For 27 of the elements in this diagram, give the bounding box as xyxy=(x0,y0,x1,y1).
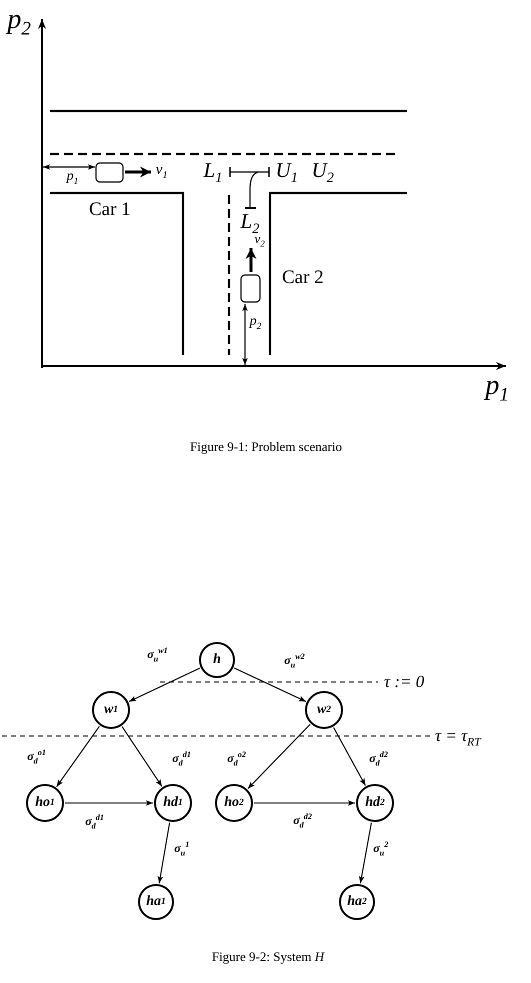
threshold-label: τ = τ$_{RT}$ xyxy=(434,727,482,744)
arrow xyxy=(56,726,100,788)
arrow xyxy=(158,822,170,884)
arrow xyxy=(234,668,306,702)
dimension-label: p$_{2}$ xyxy=(248,315,262,329)
velocity-label: v$_{2}$ xyxy=(254,232,266,245)
arrow xyxy=(333,727,366,786)
car-label: Car 2 xyxy=(282,268,324,287)
axis-label: p$_{1}$ xyxy=(482,372,510,400)
arrow xyxy=(358,822,372,884)
arrow xyxy=(122,726,162,787)
car-label: Car 1 xyxy=(89,200,131,219)
dimension-label: p$_{1}$ xyxy=(65,170,80,184)
bound-label: L$_{2}$ xyxy=(239,211,260,232)
axis-label: p$_{2}$ xyxy=(4,6,32,34)
arrow xyxy=(254,800,355,806)
bound-label: U$_{1}$ xyxy=(274,160,299,181)
state-circle: h xyxy=(199,642,235,678)
figure-caption: Figure 9-2: System H xyxy=(212,950,324,963)
bound-label: U$_{2}$ xyxy=(310,160,335,181)
figure-caption: Figure 9-1: Problem scenario xyxy=(190,440,342,453)
velocity-label: v$_{1}$ xyxy=(154,163,169,178)
arrow xyxy=(128,668,200,702)
arrow xyxy=(248,724,310,789)
arrow xyxy=(65,800,153,806)
bound-label: L$_{1}$ xyxy=(202,160,224,181)
threshold-label: τ := 0 xyxy=(383,673,426,690)
